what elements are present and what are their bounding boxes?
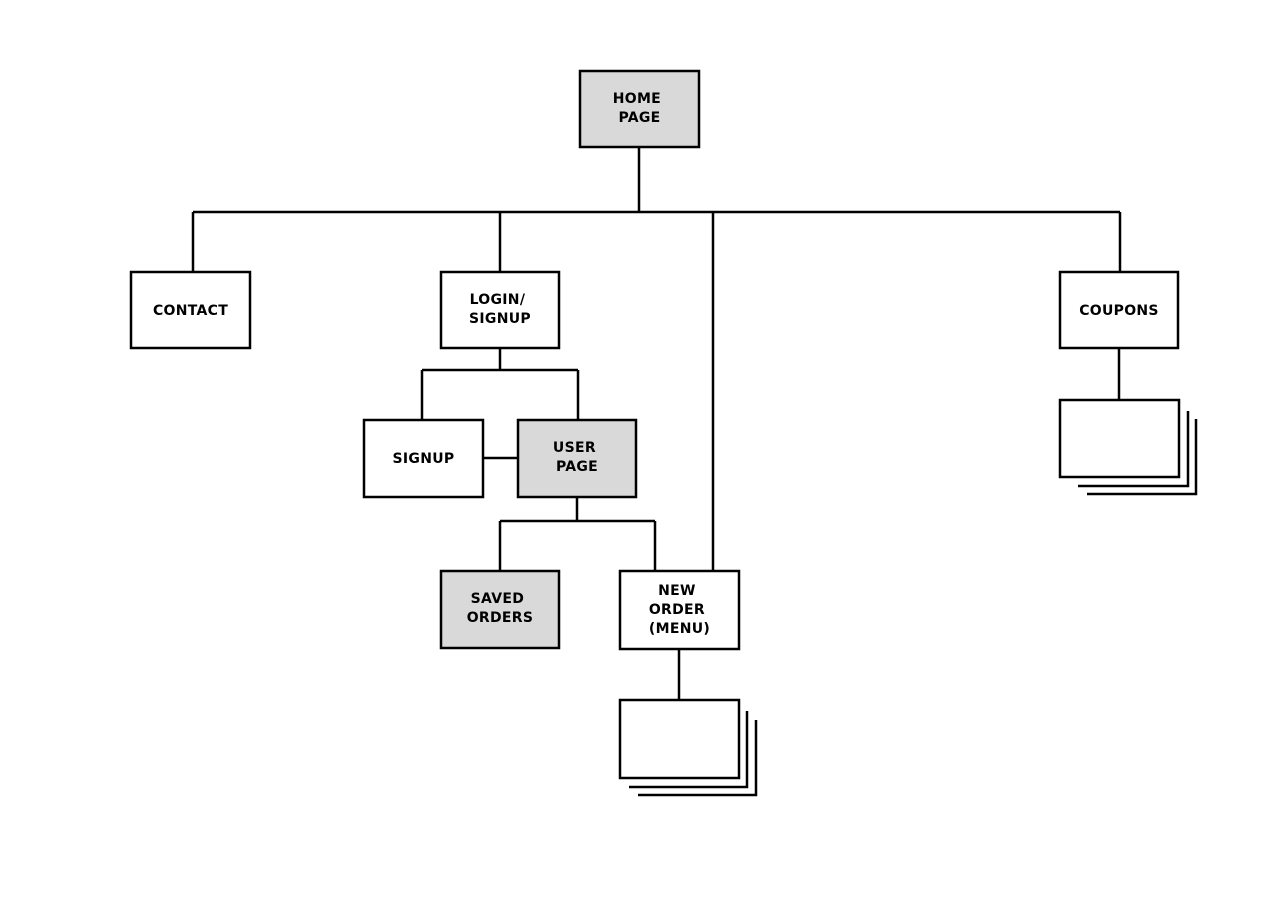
node-user-page-box	[516, 418, 638, 499]
coupons-stack-back-2	[1087, 419, 1198, 496]
node-new-order-menu: NEW ORDER (MENU)	[618, 569, 741, 651]
svg-text:LOGIN/ SIGNUP: LOGIN/ SIGNUP	[469, 292, 531, 327]
menu-pages-stack-icon	[618, 698, 758, 797]
node-home-page-box	[578, 69, 701, 149]
node-new-order-label-1: NEW	[658, 583, 696, 599]
node-new-order-label-3: (MENU)	[649, 621, 710, 637]
menu-stack-front-page	[618, 698, 741, 780]
node-home-page-label-1: HOME	[613, 91, 661, 107]
node-coupons-box	[1058, 270, 1180, 350]
node-contact-label: CONTACT	[153, 303, 228, 319]
svg-text:HOME PAGE: HOME PAGE	[613, 91, 667, 126]
node-login-signup-label-2: SIGNUP	[469, 311, 531, 327]
node-login-signup-box	[439, 270, 561, 350]
node-saved-orders-box	[439, 569, 561, 650]
coupons-stack-front-page	[1058, 398, 1181, 479]
node-saved-orders-label-2: ORDERS	[467, 610, 534, 626]
connectors	[191, 147, 1122, 700]
node-saved-orders: SAVED ORDERS	[439, 569, 561, 650]
node-signup: SIGNUP	[362, 418, 485, 499]
node-new-order-label-2: ORDER	[649, 602, 705, 618]
node-user-page: USER PAGE	[516, 418, 638, 499]
node-coupons: COUPONS	[1058, 270, 1180, 350]
node-user-page-label-1: USER	[553, 440, 596, 456]
svg-text:NEW ORDER (MENU): NEW ORDER (MENU)	[649, 583, 710, 637]
node-user-page-label-2: PAGE	[556, 459, 598, 475]
node-coupons-label: COUPONS	[1079, 303, 1159, 319]
menu-stack-back-1	[629, 711, 749, 789]
node-signup-box	[362, 418, 485, 499]
node-contact-box	[129, 270, 252, 350]
node-login-signup: LOGIN/ SIGNUP	[439, 270, 561, 350]
svg-text:SAVED ORDERS: SAVED ORDERS	[467, 591, 534, 626]
node-new-order-menu-box	[618, 569, 741, 651]
menu-stack-back-2	[638, 720, 758, 797]
node-contact: CONTACT	[129, 270, 252, 350]
svg-text:USER PAGE: USER PAGE	[553, 440, 601, 475]
coupons-pages-stack-icon	[1058, 398, 1198, 496]
node-home-page-label-2: PAGE	[618, 110, 660, 126]
node-login-signup-label-1: LOGIN/	[470, 292, 526, 308]
node-home-page: HOME PAGE	[578, 69, 701, 149]
node-signup-label: SIGNUP	[393, 451, 455, 467]
coupons-stack-back-1	[1078, 411, 1190, 488]
node-saved-orders-label-1: SAVED	[471, 591, 525, 607]
